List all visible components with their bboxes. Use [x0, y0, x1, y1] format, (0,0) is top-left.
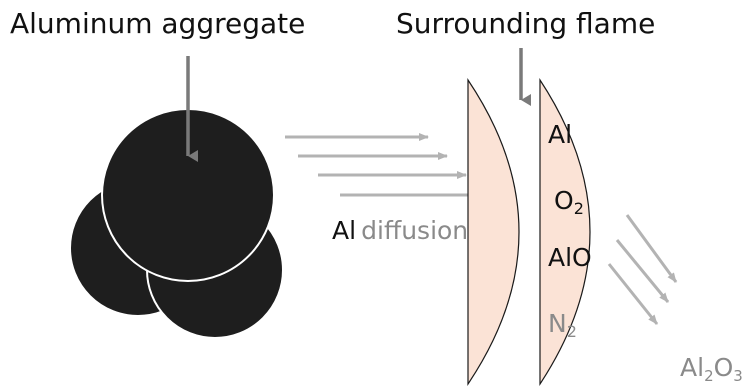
flame-shell-outer: [539, 77, 591, 387]
product-al2o3: Al2O3: [680, 355, 743, 384]
product-al: Al: [680, 353, 705, 382]
flame-label: Surrounding flame: [396, 7, 656, 40]
al-diffusion-prefix: Al: [332, 216, 357, 245]
al-diffusion-label: Al diffusion: [332, 218, 468, 243]
species-o2-subscript: 2: [573, 199, 584, 218]
product-arrow: [625, 214, 678, 283]
species-o2: O2: [554, 188, 584, 217]
product-sub2: 3: [733, 367, 743, 385]
aggregate-label: Aluminum aggregate: [10, 7, 306, 40]
species-al: Al: [548, 120, 573, 149]
diffusion-arrows: [285, 133, 489, 199]
aluminum-aggregate: [69, 108, 284, 339]
product-arrow: [607, 263, 659, 325]
species-o2-symbol: O: [554, 186, 574, 215]
product-sub1: 2: [704, 367, 714, 385]
species-n2-symbol: N: [548, 309, 567, 338]
species-n2-subscript: 2: [566, 322, 577, 341]
product-arrow: [615, 239, 670, 303]
species-alo: AlO: [548, 243, 592, 272]
product-o: O: [713, 353, 734, 382]
species-n2: N2: [548, 311, 577, 340]
product-arrows: [607, 214, 678, 325]
al-diffusion-word: diffusion: [361, 216, 469, 245]
flame-shell-inner: [467, 78, 520, 386]
